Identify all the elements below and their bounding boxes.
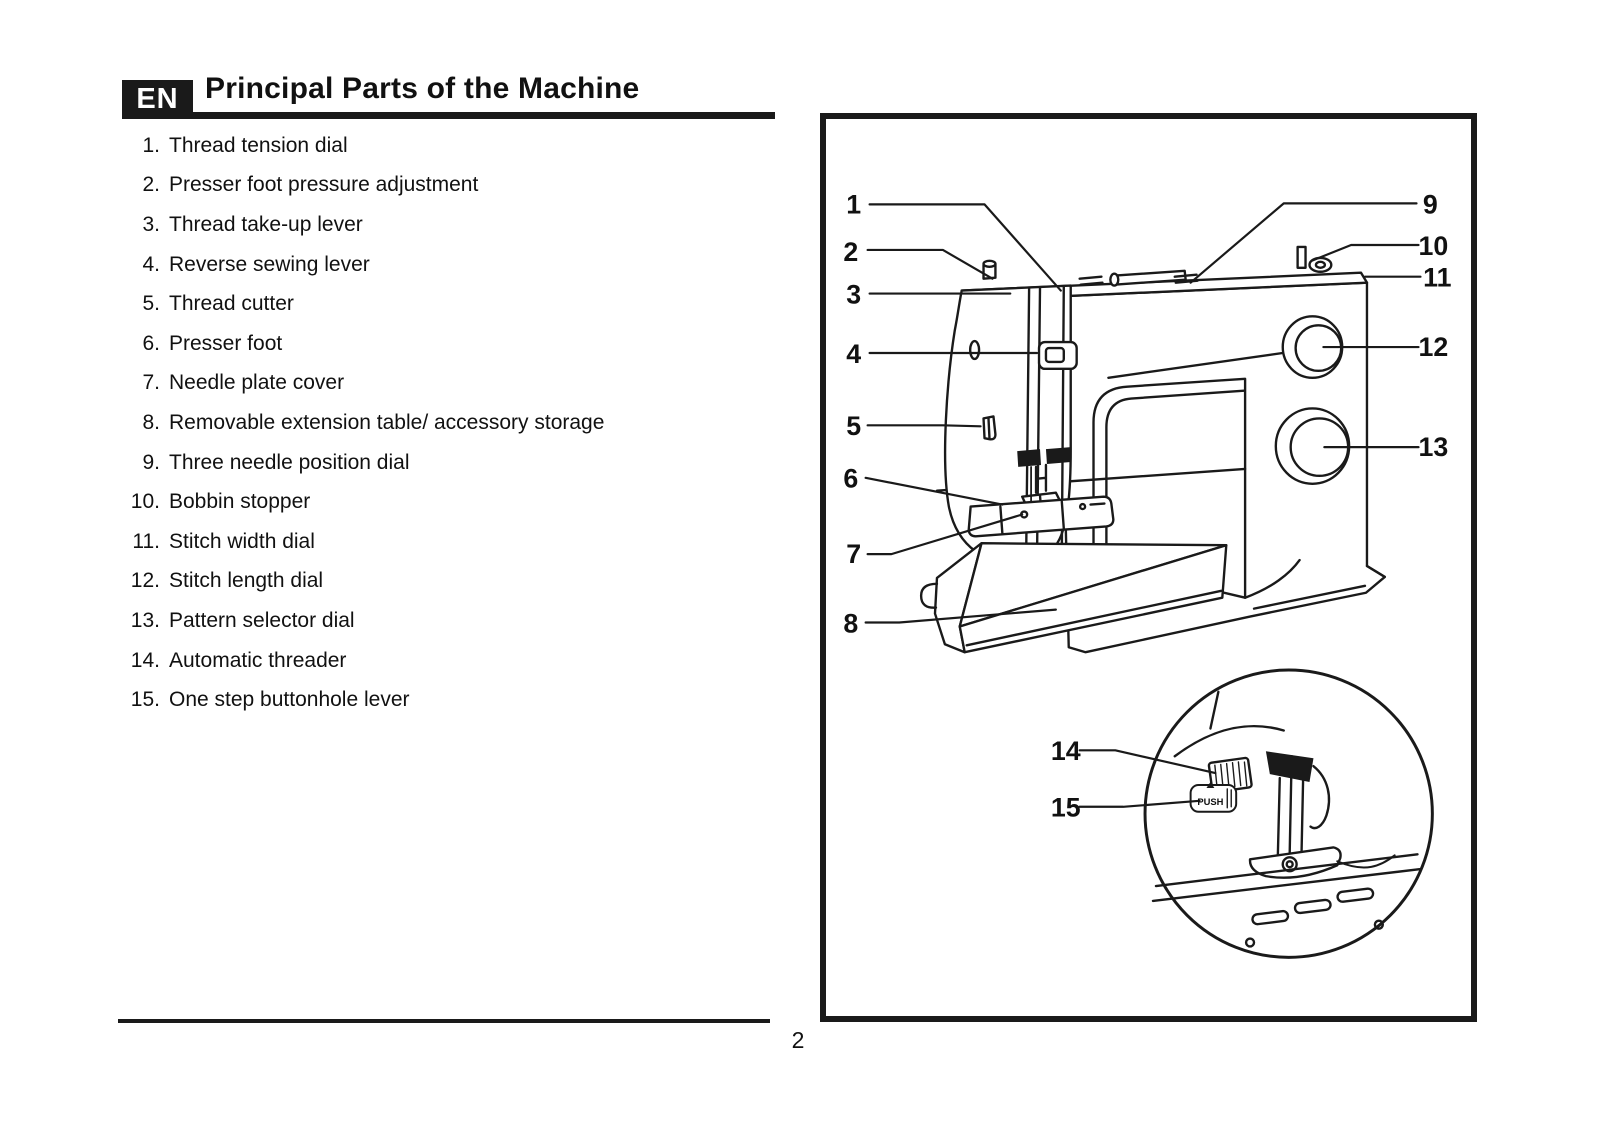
list-item: 3.Thread take-up lever — [142, 212, 363, 236]
callout-8: 8 — [843, 608, 858, 638]
diagram-panel: 1 2 3 4 5 6 7 8 9 10 11 12 13 14 15 PUSH — [820, 113, 1477, 1022]
inset-lifter-lever — [1309, 764, 1331, 830]
leader-line-7 — [866, 513, 1024, 556]
sewing-machine-illustration: 1 2 3 4 5 6 7 8 9 10 11 12 13 14 15 PUSH — [843, 189, 1452, 959]
list-item: 1.Thread tension dial — [142, 133, 348, 157]
harp-inner-line — [1105, 389, 1246, 562]
footer-rule — [118, 1019, 770, 1023]
callout-13: 13 — [1418, 432, 1448, 462]
callout-2: 2 — [843, 237, 858, 267]
callout-3: 3 — [846, 279, 861, 309]
callout-1: 1 — [846, 189, 861, 219]
inset-plate-lines — [1151, 853, 1421, 903]
leader-line-5 — [866, 424, 982, 428]
leader-line-8 — [864, 608, 1057, 624]
callout-11: 11 — [1423, 263, 1451, 293]
callout-12: 12 — [1418, 332, 1448, 362]
leader-line-15 — [1078, 799, 1201, 808]
list-item: 6.Presser foot — [142, 331, 283, 355]
inset-clamp — [1265, 751, 1314, 783]
leader-lines — [864, 202, 1422, 808]
face-plate-slot — [968, 339, 981, 361]
extension-table-front — [958, 544, 1228, 654]
buttonhole-lever — [1189, 782, 1238, 813]
needle-clamp — [1017, 447, 1071, 467]
callout-4: 4 — [846, 339, 861, 369]
callout-5: 5 — [846, 411, 861, 441]
callout-7: 7 — [846, 539, 861, 569]
harp-opening — [1092, 377, 1247, 599]
bobbin-winder-pin — [1296, 245, 1307, 269]
push-label: PUSH — [1197, 796, 1223, 807]
leader-line-6 — [864, 476, 1004, 506]
list-item: 14.Automatic threader — [130, 648, 347, 672]
leader-line-1 — [868, 203, 1062, 292]
list-item: 9.Three needle position dial — [142, 450, 410, 474]
base-rim-line — [1252, 584, 1367, 610]
needle-plate-cover — [967, 495, 1115, 538]
base-right-step — [1365, 564, 1386, 579]
page-title: Principal Parts of the Machine — [205, 72, 640, 105]
callout-14: 14 — [1051, 736, 1081, 766]
reverse-sewing-lever — [1037, 340, 1078, 371]
callout-15: 15 — [1051, 793, 1081, 823]
table-handle — [919, 582, 939, 609]
inset-thread — [1336, 854, 1396, 869]
list-item: 15.One step buttonhole lever — [130, 688, 410, 712]
page-number: 2 — [791, 1027, 805, 1053]
language-badge: EN — [122, 80, 193, 118]
leader-line-2 — [866, 248, 994, 280]
callout-10: 10 — [1418, 231, 1448, 261]
leader-line-10 — [1310, 243, 1420, 262]
parts-list: 1.Thread tension dial 2.Presser foot pre… — [114, 126, 605, 720]
list-item: 11.Stitch width dial — [132, 529, 315, 553]
list-item: 12.Stitch length dial — [130, 569, 324, 593]
thread-guides — [1078, 273, 1199, 286]
list-item: 10.Bobbin stopper — [130, 490, 311, 514]
list-item: 8.Removable extension table/ accessory s… — [142, 410, 605, 434]
feed-dog-slots — [1251, 887, 1375, 926]
arm-crease-line — [1107, 350, 1291, 379]
callout-9: 9 — [1423, 189, 1438, 219]
list-item: 2.Presser foot pressure adjustment — [142, 173, 479, 197]
leader-line-9 — [1189, 202, 1418, 284]
callout-6: 6 — [843, 464, 858, 494]
inset-circle — [1143, 668, 1434, 959]
list-item: 7.Needle plate cover — [142, 371, 345, 395]
list-item: 4.Reverse sewing lever — [142, 252, 370, 276]
list-item: 5.Thread cutter — [142, 292, 294, 316]
pillar-curve — [1243, 558, 1301, 599]
inset-arm-curve — [1173, 724, 1285, 758]
leader-line-14 — [1078, 749, 1217, 775]
table-rim-line — [965, 589, 1223, 647]
title-underline — [122, 112, 775, 119]
list-item: 13.Pattern selector dial — [130, 608, 355, 632]
